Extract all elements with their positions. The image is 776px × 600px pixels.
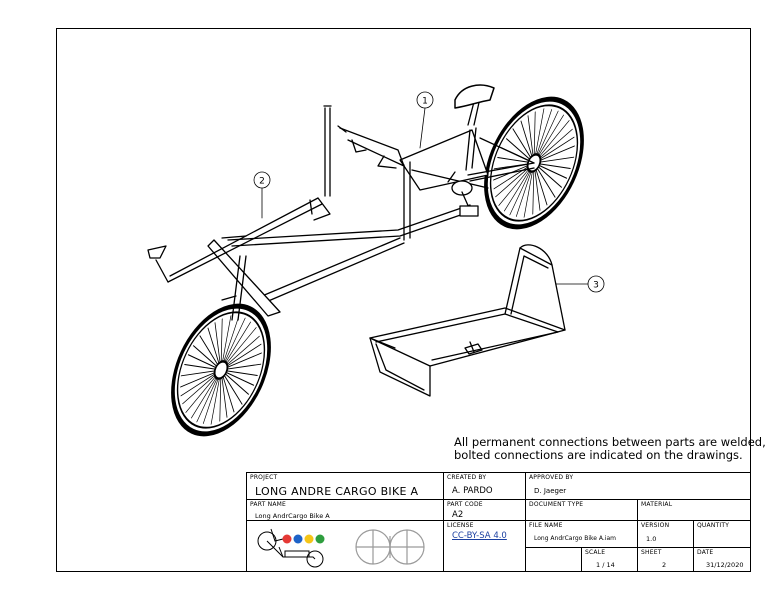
blank-cell xyxy=(525,547,581,572)
part-name-cell: PART NAME Long AndrCargo Bike A xyxy=(246,499,443,520)
logo-cell xyxy=(246,520,443,572)
scale-cell: SCALE 1 / 14 xyxy=(581,547,637,572)
date-label: DATE xyxy=(697,549,714,556)
logo-dot-blue xyxy=(293,534,303,544)
approved-by-cell: APPROVED BY D. Jaeger xyxy=(525,472,751,499)
approved-by-label: APPROVED BY xyxy=(529,474,574,481)
part-code-label: PART CODE xyxy=(447,501,483,508)
part-code-value: A2 xyxy=(452,510,464,520)
version-cell: VERSION 1.0 xyxy=(637,520,693,547)
date-cell: DATE 31/12/2020 xyxy=(693,547,751,572)
document-type-label: DOCUMENT TYPE xyxy=(529,501,584,508)
sheet-cell: SHEET 2 xyxy=(637,547,693,572)
file-name-label: FILE NAME xyxy=(529,522,563,529)
balloon-3-label: 3 xyxy=(593,281,599,291)
project-label: PROJECT xyxy=(250,474,278,481)
version-value: 1.0 xyxy=(646,535,657,543)
scale-value: 1 / 14 xyxy=(596,561,615,569)
balloon-1: 1 xyxy=(416,91,434,109)
part-name-label: PART NAME xyxy=(250,501,287,508)
balloon-leaders xyxy=(261,107,589,285)
project-cell: PROJECT LONG ANDRE CARGO BIKE A xyxy=(246,472,443,499)
material-cell: MATERIAL xyxy=(637,499,751,520)
welding-note: All permanent connections between parts … xyxy=(454,436,766,462)
title-block: PROJECT LONG ANDRE CARGO BIKE A CREATED … xyxy=(246,472,751,572)
welding-note-line-2: bolted connections are indicated on the … xyxy=(454,448,743,462)
projection-symbol-icon xyxy=(355,529,425,565)
welding-note-line-1: All permanent connections between parts … xyxy=(454,435,766,449)
main-frame xyxy=(207,84,535,321)
balloon-1-label: 1 xyxy=(422,97,428,107)
balloon-3: 3 xyxy=(587,275,605,293)
cargo-tray xyxy=(369,244,566,397)
license-cell: LICENSE CC-BY-SA 4.0 xyxy=(443,520,525,572)
approved-by-value: D. Jaeger xyxy=(534,487,567,495)
version-label: VERSION xyxy=(641,522,670,529)
file-name-value: Long AndrCargo Bike A.iam xyxy=(534,535,616,542)
created-by-cell: CREATED BY A. PARDO xyxy=(443,472,525,499)
created-by-label: CREATED BY xyxy=(447,474,487,481)
quantity-cell: QUANTITY xyxy=(693,520,751,547)
cargo-frame xyxy=(147,105,332,283)
logo-dot-red xyxy=(282,534,292,544)
date-value: 31/12/2020 xyxy=(706,561,744,569)
sheet-label: SHEET xyxy=(641,549,662,556)
quantity-label: QUANTITY xyxy=(697,522,730,529)
cargo-bike-logo xyxy=(257,528,325,568)
part-code-cell: PART CODE A2 xyxy=(443,499,525,520)
balloon-2: 2 xyxy=(253,171,271,189)
license-link[interactable]: CC-BY-SA 4.0 xyxy=(452,531,507,541)
project-value: LONG ANDRE CARGO BIKE A xyxy=(255,485,419,498)
logo-dot-yellow xyxy=(304,534,314,544)
scale-label: SCALE xyxy=(585,549,606,556)
balloon-2-label: 2 xyxy=(259,177,265,187)
document-type-cell: DOCUMENT TYPE xyxy=(525,499,637,520)
part-name-value: Long AndrCargo Bike A xyxy=(255,512,330,520)
created-by-value: A. PARDO xyxy=(452,486,493,496)
material-label: MATERIAL xyxy=(641,501,673,508)
front-wheel xyxy=(163,302,279,438)
file-name-cell: FILE NAME Long AndrCargo Bike A.iam xyxy=(525,520,637,547)
license-label: LICENSE xyxy=(447,522,474,529)
logo-dot-green xyxy=(315,534,325,544)
sheet-value: 2 xyxy=(662,561,667,569)
